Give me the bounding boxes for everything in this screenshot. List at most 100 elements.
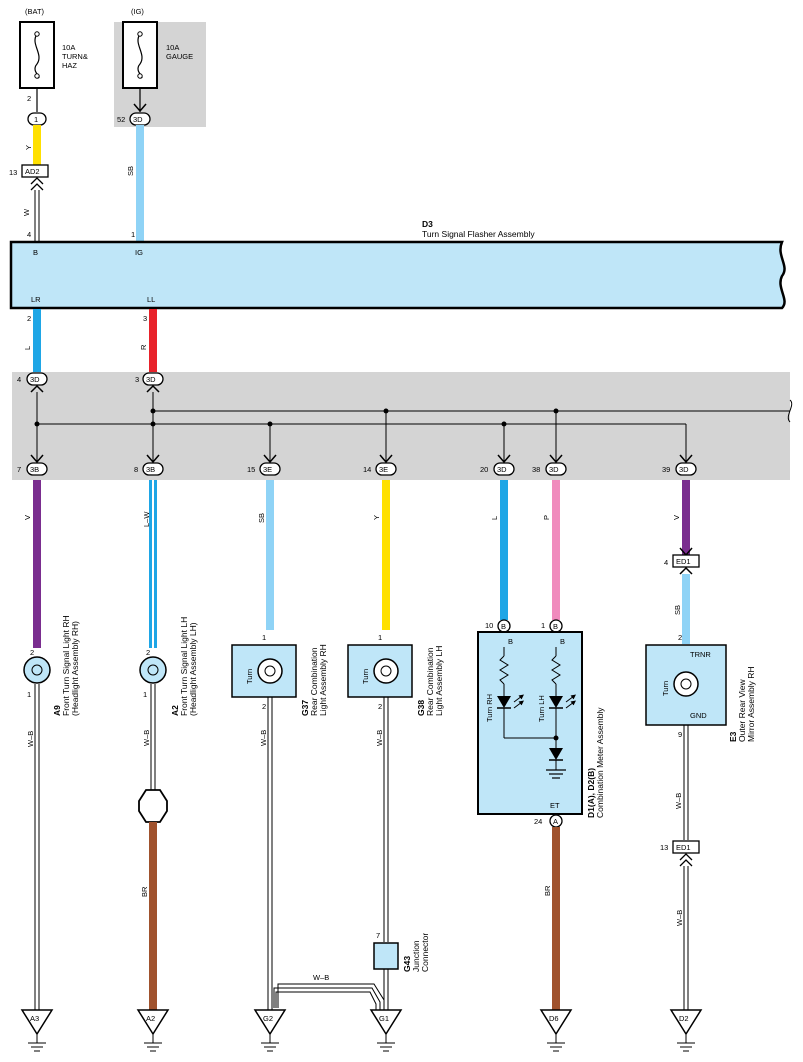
svg-text:9: 9: [678, 730, 682, 739]
front-turn-signal-light-rh: 2 1 A9 Front Turn Signal Light RH (Headl…: [23, 615, 80, 716]
svg-text:39: 39: [662, 465, 670, 474]
svg-text:A: A: [553, 817, 558, 826]
turn-signal-flasher-assembly: D3 Turn Signal Flasher Assembly B IG LR …: [9, 219, 786, 310]
svg-text:A2: A2: [170, 705, 180, 716]
svg-text:P: P: [542, 515, 551, 520]
svg-text:W: W: [22, 208, 31, 216]
svg-text:(BAT): (BAT): [25, 7, 45, 16]
svg-text:Turn: Turn: [361, 669, 370, 684]
svg-text:R: R: [139, 344, 148, 350]
connector-ad2: 13 AD2: [9, 164, 49, 178]
svg-text:L: L: [23, 346, 32, 350]
connector-3e-15: 15 3E: [247, 462, 281, 476]
svg-text:2: 2: [262, 702, 266, 711]
svg-text:3D: 3D: [30, 375, 40, 384]
svg-text:Turn Signal Flasher Assembly: Turn Signal Flasher Assembly: [422, 229, 535, 239]
svg-text:3B: 3B: [30, 465, 39, 474]
svg-text:SB: SB: [126, 166, 135, 176]
svg-text:Turn RH: Turn RH: [485, 694, 494, 722]
svg-text:A9: A9: [52, 705, 62, 716]
svg-text:1: 1: [131, 230, 135, 239]
wire-p-meter: [552, 480, 560, 620]
svg-text:D6: D6: [549, 1014, 559, 1023]
svg-text:3: 3: [135, 375, 139, 384]
svg-text:4: 4: [664, 558, 668, 567]
svg-text:Junction: Junction: [411, 940, 421, 972]
rear-combination-light-lh: 1 Turn 2 G38 Rear Combination Light Asse…: [347, 633, 444, 716]
svg-text:10A: 10A: [166, 43, 179, 52]
wire-l-meter: [500, 480, 508, 620]
svg-text:3E: 3E: [263, 465, 272, 474]
svg-text:3D: 3D: [497, 465, 507, 474]
svg-text:13: 13: [9, 168, 17, 177]
svg-text:TURN&: TURN&: [62, 52, 88, 61]
ground-a3: A3: [20, 1009, 54, 1052]
wire-sb-top: [136, 125, 144, 242]
outer-rear-view-mirror-rh: 2 TRNR Turn GND 9 E3 Outer Rear View Mir…: [645, 633, 756, 742]
connector-3d-3: 3 3D: [135, 372, 164, 386]
svg-text:1: 1: [378, 633, 382, 642]
svg-text:13: 13: [660, 843, 668, 852]
svg-text:IG: IG: [135, 248, 143, 257]
svg-text:3D: 3D: [146, 375, 156, 384]
svg-text:Light Assembly RH: Light Assembly RH: [318, 644, 328, 716]
svg-text:2: 2: [146, 648, 150, 657]
svg-text:Turn LH: Turn LH: [537, 695, 546, 722]
svg-text:Front Turn Signal Light LH: Front Turn Signal Light LH: [179, 617, 189, 716]
svg-text:7: 7: [376, 931, 380, 940]
svg-text:GAUGE: GAUGE: [166, 52, 193, 61]
svg-text:(Headlight Assembly LH): (Headlight Assembly LH): [188, 622, 198, 716]
wire-r-mid: [149, 309, 157, 372]
svg-text:(IG): (IG): [131, 7, 144, 16]
svg-text:20: 20: [480, 465, 488, 474]
connector-ed1-bottom: 13 ED1: [660, 840, 700, 854]
junction-block-shade: [12, 372, 790, 480]
svg-text:3E: 3E: [379, 465, 388, 474]
svg-text:3D: 3D: [679, 465, 689, 474]
svg-text:W–B: W–B: [259, 730, 268, 746]
rear-combination-light-rh: 1 Turn 2 G37 Rear Combination Light Asse…: [231, 633, 328, 716]
wire-lw-a2: [149, 480, 157, 648]
svg-text:Light Assembly LH: Light Assembly LH: [434, 646, 444, 716]
svg-text:2: 2: [27, 314, 31, 323]
wire-l-mid: [33, 309, 41, 372]
svg-text:2: 2: [378, 702, 382, 711]
svg-text:4: 4: [17, 375, 21, 384]
svg-text:Rear Combination: Rear Combination: [425, 647, 435, 716]
svg-text:38: 38: [532, 465, 540, 474]
svg-text:W–B: W–B: [674, 793, 683, 809]
svg-text:E3: E3: [728, 731, 738, 742]
svg-text:ED1: ED1: [676, 843, 691, 852]
svg-text:24: 24: [534, 817, 542, 826]
svg-text:D2: D2: [679, 1014, 689, 1023]
svg-text:4: 4: [27, 230, 31, 239]
svg-text:Combination Meter Assembly: Combination Meter Assembly: [595, 707, 605, 818]
wire-sb-g37: [266, 480, 274, 630]
svg-text:G2: G2: [263, 1014, 273, 1023]
fuse-turn-haz: (BAT) 10A TURN& HAZ 2: [19, 7, 88, 103]
svg-text:1: 1: [143, 690, 147, 699]
svg-text:B: B: [508, 637, 513, 646]
svg-text:1: 1: [262, 633, 266, 642]
svg-text:1: 1: [27, 690, 31, 699]
connector-3d-52: 52 3D: [117, 112, 151, 126]
front-turn-signal-light-lh: 2 1 A2 Front Turn Signal Light LH (Headl…: [139, 617, 198, 716]
svg-text:V: V: [23, 515, 32, 520]
svg-text:TRNR: TRNR: [690, 650, 711, 659]
svg-text:2: 2: [27, 94, 31, 103]
svg-text:AD2: AD2: [25, 167, 40, 176]
fuse-gauge: (IG) 10A GAUGE: [122, 7, 193, 89]
svg-text:3D: 3D: [133, 115, 143, 124]
svg-text:15: 15: [247, 465, 255, 474]
connector-3d-4: 4 3D: [17, 372, 48, 386]
svg-text:3: 3: [143, 314, 147, 323]
svg-text:ET: ET: [550, 801, 560, 810]
svg-text:Connector: Connector: [420, 933, 430, 972]
svg-text:B: B: [33, 248, 38, 257]
connector-ed1-top: 4 ED1: [664, 554, 700, 568]
svg-text:B: B: [560, 637, 565, 646]
